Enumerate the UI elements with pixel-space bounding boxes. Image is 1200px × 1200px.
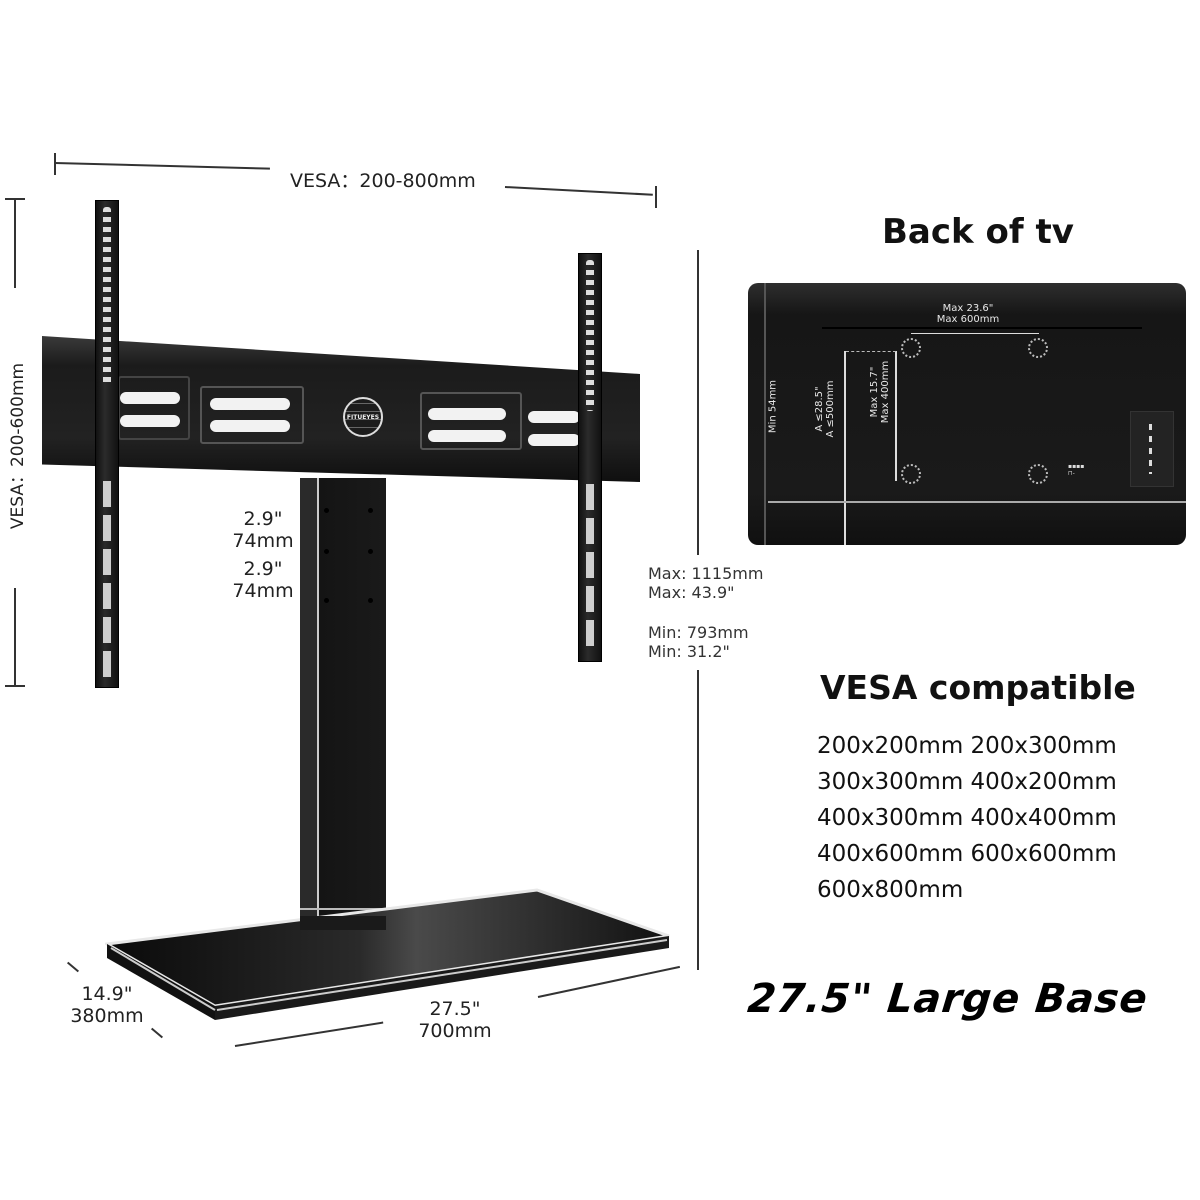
vesa-hole-icon [1028, 464, 1048, 484]
height-max-label: Max: 1115mm Max: 43.9" [648, 564, 763, 602]
tv-max-height-inches: Max 15.7" [869, 366, 880, 418]
pole-spacing-2-label: 2.9" 74mm [228, 558, 298, 602]
beam-slot [120, 392, 180, 404]
beam-slot-frame [200, 386, 304, 444]
tv-max-width-label: Max 23.6" Max 600mm [933, 303, 1003, 325]
base-depth-mm: 380mm [70, 1005, 144, 1027]
tv-back-diagram: Max 23.6" Max 600mm Min 54mm A ≤28.5" A … [748, 283, 1186, 545]
beam-slot [120, 415, 180, 427]
column-hole [368, 549, 373, 554]
vesa-horizontal-label: VESA：200-800mm [290, 170, 476, 192]
vesa-row: 600x800mm [817, 877, 964, 903]
dimension-line-left [54, 162, 270, 170]
vesa-hole-icon [901, 338, 921, 358]
tv-hole-span-line [911, 333, 1039, 334]
vesa-row: 300x300mm 400x200mm [817, 769, 1117, 795]
vesa-hole-icon [1028, 338, 1048, 358]
base-depth-inches: 14.9" [81, 983, 133, 1005]
beam-slot [210, 420, 290, 432]
large-base-headline: 27.5" Large Base [745, 976, 1151, 1022]
vesa-row: 200x200mm 200x300mm [817, 733, 1117, 759]
height-max-mm: Max: 1115mm [648, 564, 764, 583]
stand-column [300, 478, 386, 928]
pole-spacing-1-inches: 2.9" [243, 508, 283, 530]
beam-slot [428, 408, 506, 420]
plate-slots [103, 481, 111, 677]
base-width-inches: 27.5" [429, 998, 481, 1020]
tv-a-inches: A ≤28.5" [814, 386, 825, 432]
tv-bottom-rule [768, 501, 1186, 503]
brand-logo-text: FITUEYES [346, 413, 380, 421]
height-line-bottom [697, 670, 699, 970]
pole-spacing-1-mm: 74mm [232, 530, 294, 552]
dimension-cap-right [655, 186, 657, 208]
dimension-line-right [504, 186, 653, 196]
back-of-tv-title: Back of tv [882, 212, 1074, 252]
column-joint [300, 908, 386, 910]
base-width-label: 27.5" 700mm [410, 998, 500, 1042]
dimension-line-bottom [14, 588, 16, 686]
beam-slot [528, 411, 580, 423]
pole-spacing-2-mm: 74mm [232, 580, 294, 602]
tv-min-label: Min 54mm [767, 379, 779, 434]
tv-port-panel [1130, 411, 1174, 487]
tv-max-height-mm: Max 400mm [880, 360, 891, 424]
base-width-mm: 700mm [418, 1020, 492, 1042]
depth-tick-bottom [150, 1027, 164, 1039]
dimension-cap-bottom [5, 685, 25, 687]
height-min-inches: Min: 31.2" [648, 642, 730, 661]
width-line-left [234, 1021, 384, 1047]
tv-port-label-icon: ▪▪▪▪⊓- [1068, 463, 1085, 477]
vesa-row: 400x600mm 600x600mm [817, 841, 1117, 867]
column-hole [324, 598, 329, 603]
tv-a-rule [844, 351, 846, 545]
vesa-compatible-list: 200x200mm 200x300mm 300x300mm 400x200mm … [817, 728, 1117, 908]
column-hole [368, 598, 373, 603]
glass-base [105, 888, 670, 1020]
tv-height-rule [895, 351, 897, 481]
vesa-plate-right [578, 253, 602, 662]
dimension-line-top [14, 198, 16, 288]
vesa-hole-icon [901, 464, 921, 484]
beam-slot-frame [420, 392, 522, 450]
column-hole [324, 508, 329, 513]
plate-slots [586, 484, 594, 651]
column-hole [324, 549, 329, 554]
plate-holes [586, 260, 594, 411]
depth-tick-top [66, 961, 80, 973]
tv-ports [1149, 424, 1152, 474]
beam-slot [210, 398, 290, 410]
height-max-inches: Max: 43.9" [648, 583, 735, 602]
pole-spacing-1-label: 2.9" 74mm [228, 508, 298, 552]
height-line-top [697, 250, 699, 555]
beam-slot-frame [118, 376, 190, 440]
tv-dashed-guide [846, 351, 896, 352]
vesa-plate-left [95, 200, 119, 688]
height-min-mm: Min: 793mm [648, 623, 749, 642]
beam-slot [428, 430, 506, 442]
vesa-compatible-title: VESA compatible [820, 668, 1136, 707]
plate-holes [103, 207, 111, 387]
height-min-label: Min: 793mm Min: 31.2" [648, 623, 749, 661]
base-depth-label: 14.9" 380mm [62, 983, 152, 1027]
brand-logo-globe-icon: FITUEYES [343, 397, 383, 437]
tv-a-mm: A ≤500mm [825, 380, 836, 438]
tv-a-label: A ≤28.5" A ≤500mm [814, 369, 836, 449]
pole-spacing-2-inches: 2.9" [243, 558, 283, 580]
tv-max-height-label: Max 15.7" Max 400mm [869, 352, 891, 432]
column-hole [368, 508, 373, 513]
tv-bezel-edge [764, 283, 766, 545]
vesa-vertical-label: VESA：200-600mm [8, 362, 28, 530]
tv-max-width-mm: Max 600mm [936, 314, 1000, 325]
tv-max-width-inches: Max 23.6" [942, 303, 994, 314]
beam-slot [528, 434, 580, 446]
tv-width-rule [822, 327, 1142, 329]
vesa-row: 400x300mm 400x400mm [817, 805, 1117, 831]
